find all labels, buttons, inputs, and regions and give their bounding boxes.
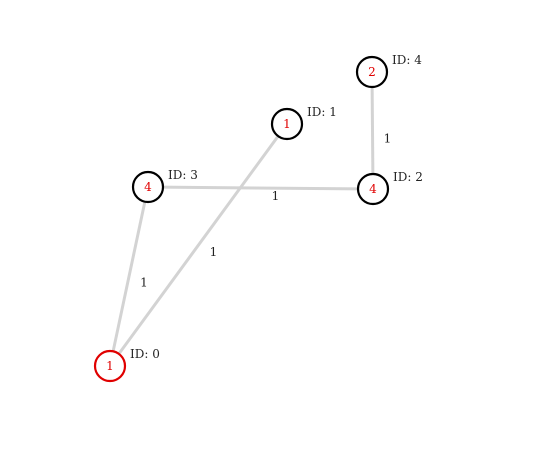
node-id-label: ID: 0 <box>130 347 160 361</box>
node-0[interactable]: 1 ID: 0 <box>93 347 160 383</box>
node-circle[interactable] <box>270 107 304 141</box>
node-1[interactable]: 1 ID: 1 <box>270 105 337 141</box>
node-id-label: ID: 3 <box>168 168 198 182</box>
edge-line <box>108 123 289 367</box>
node-3[interactable]: 4 ID: 3 <box>131 168 198 204</box>
node-value: 4 <box>369 182 377 196</box>
node-value: 2 <box>368 65 376 79</box>
node-id-label: ID: 1 <box>307 105 337 119</box>
node-value: 1 <box>283 117 291 131</box>
node-id-label: ID: 4 <box>392 53 422 67</box>
node-circle[interactable] <box>355 55 389 89</box>
edge-2-4: 1 <box>370 71 392 190</box>
node-value: 4 <box>144 180 152 194</box>
edge-weight-label: 1 <box>210 245 218 259</box>
node-circle[interactable] <box>356 172 390 206</box>
edge-line <box>370 71 375 190</box>
edge-line <box>108 186 150 367</box>
edge-0-3: 1 <box>108 186 150 367</box>
edges-layer: 1 1 1 1 <box>108 71 392 367</box>
edge-0-1: 1 <box>108 123 289 367</box>
edge-line <box>147 185 374 191</box>
node-circle-highlighted[interactable] <box>93 349 127 383</box>
edge-weight-label: 1 <box>384 132 392 146</box>
node-4[interactable]: 2 ID: 4 <box>355 53 422 89</box>
edge-3-2: 1 <box>147 185 374 203</box>
node-value: 1 <box>106 359 114 373</box>
edge-weight-label: 1 <box>272 189 280 203</box>
node-circle[interactable] <box>131 170 165 204</box>
edge-weight-label: 1 <box>140 276 148 290</box>
node-id-label: ID: 2 <box>393 170 423 184</box>
node-2[interactable]: 4 ID: 2 <box>356 170 423 206</box>
